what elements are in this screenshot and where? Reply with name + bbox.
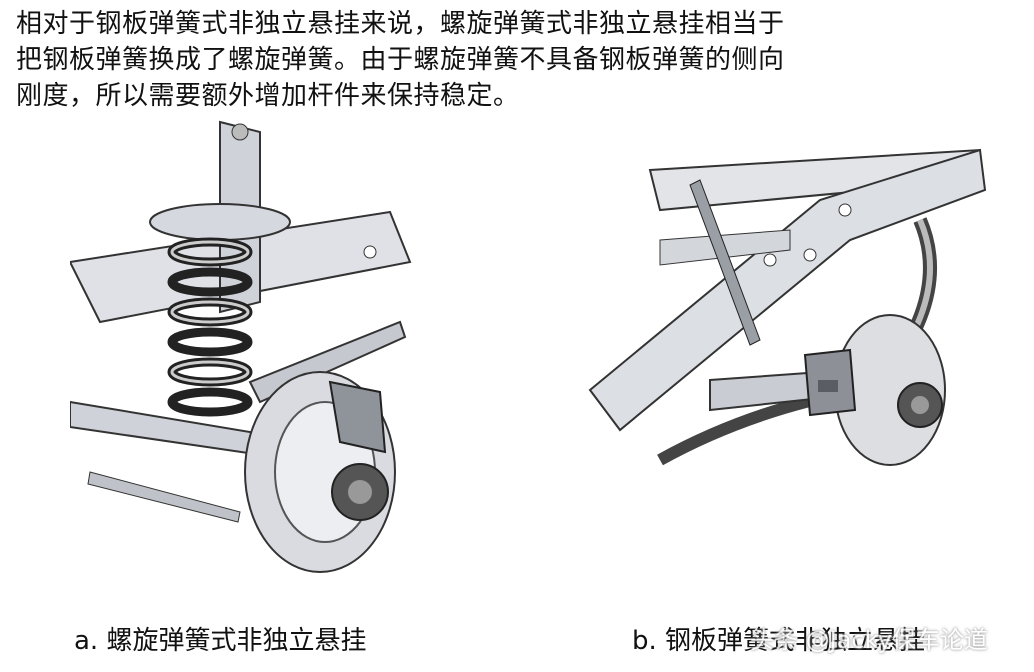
body-paragraph: 相对于钢板弹簧式非独立悬挂来说，螺旋弹簧式非独立悬挂相当于 把钢板弹簧换成了螺旋…	[16, 6, 1016, 114]
leaf-spring-suspension-illustration	[588, 148, 987, 466]
caption-a: a. 螺旋弹簧式非独立悬挂	[74, 626, 367, 656]
paragraph-line-2: 把钢板弹簧换成了螺旋弹簧。由于螺旋弹簧不具备钢板弹簧的侧向	[16, 45, 785, 75]
paragraph-line-1: 相对于钢板弹簧式非独立悬挂来说，螺旋弹簧式非独立悬挂相当于	[16, 9, 785, 39]
watermark: 头条 @Jacky保车论道	[750, 626, 988, 654]
paragraph-line-3: 刚度，所以需要额外增加杆件来保持稳定。	[16, 81, 520, 111]
coil-spring-suspension-illustration	[70, 120, 412, 573]
caption-b: b. 钢板弹簧式非独立悬挂	[632, 626, 926, 656]
